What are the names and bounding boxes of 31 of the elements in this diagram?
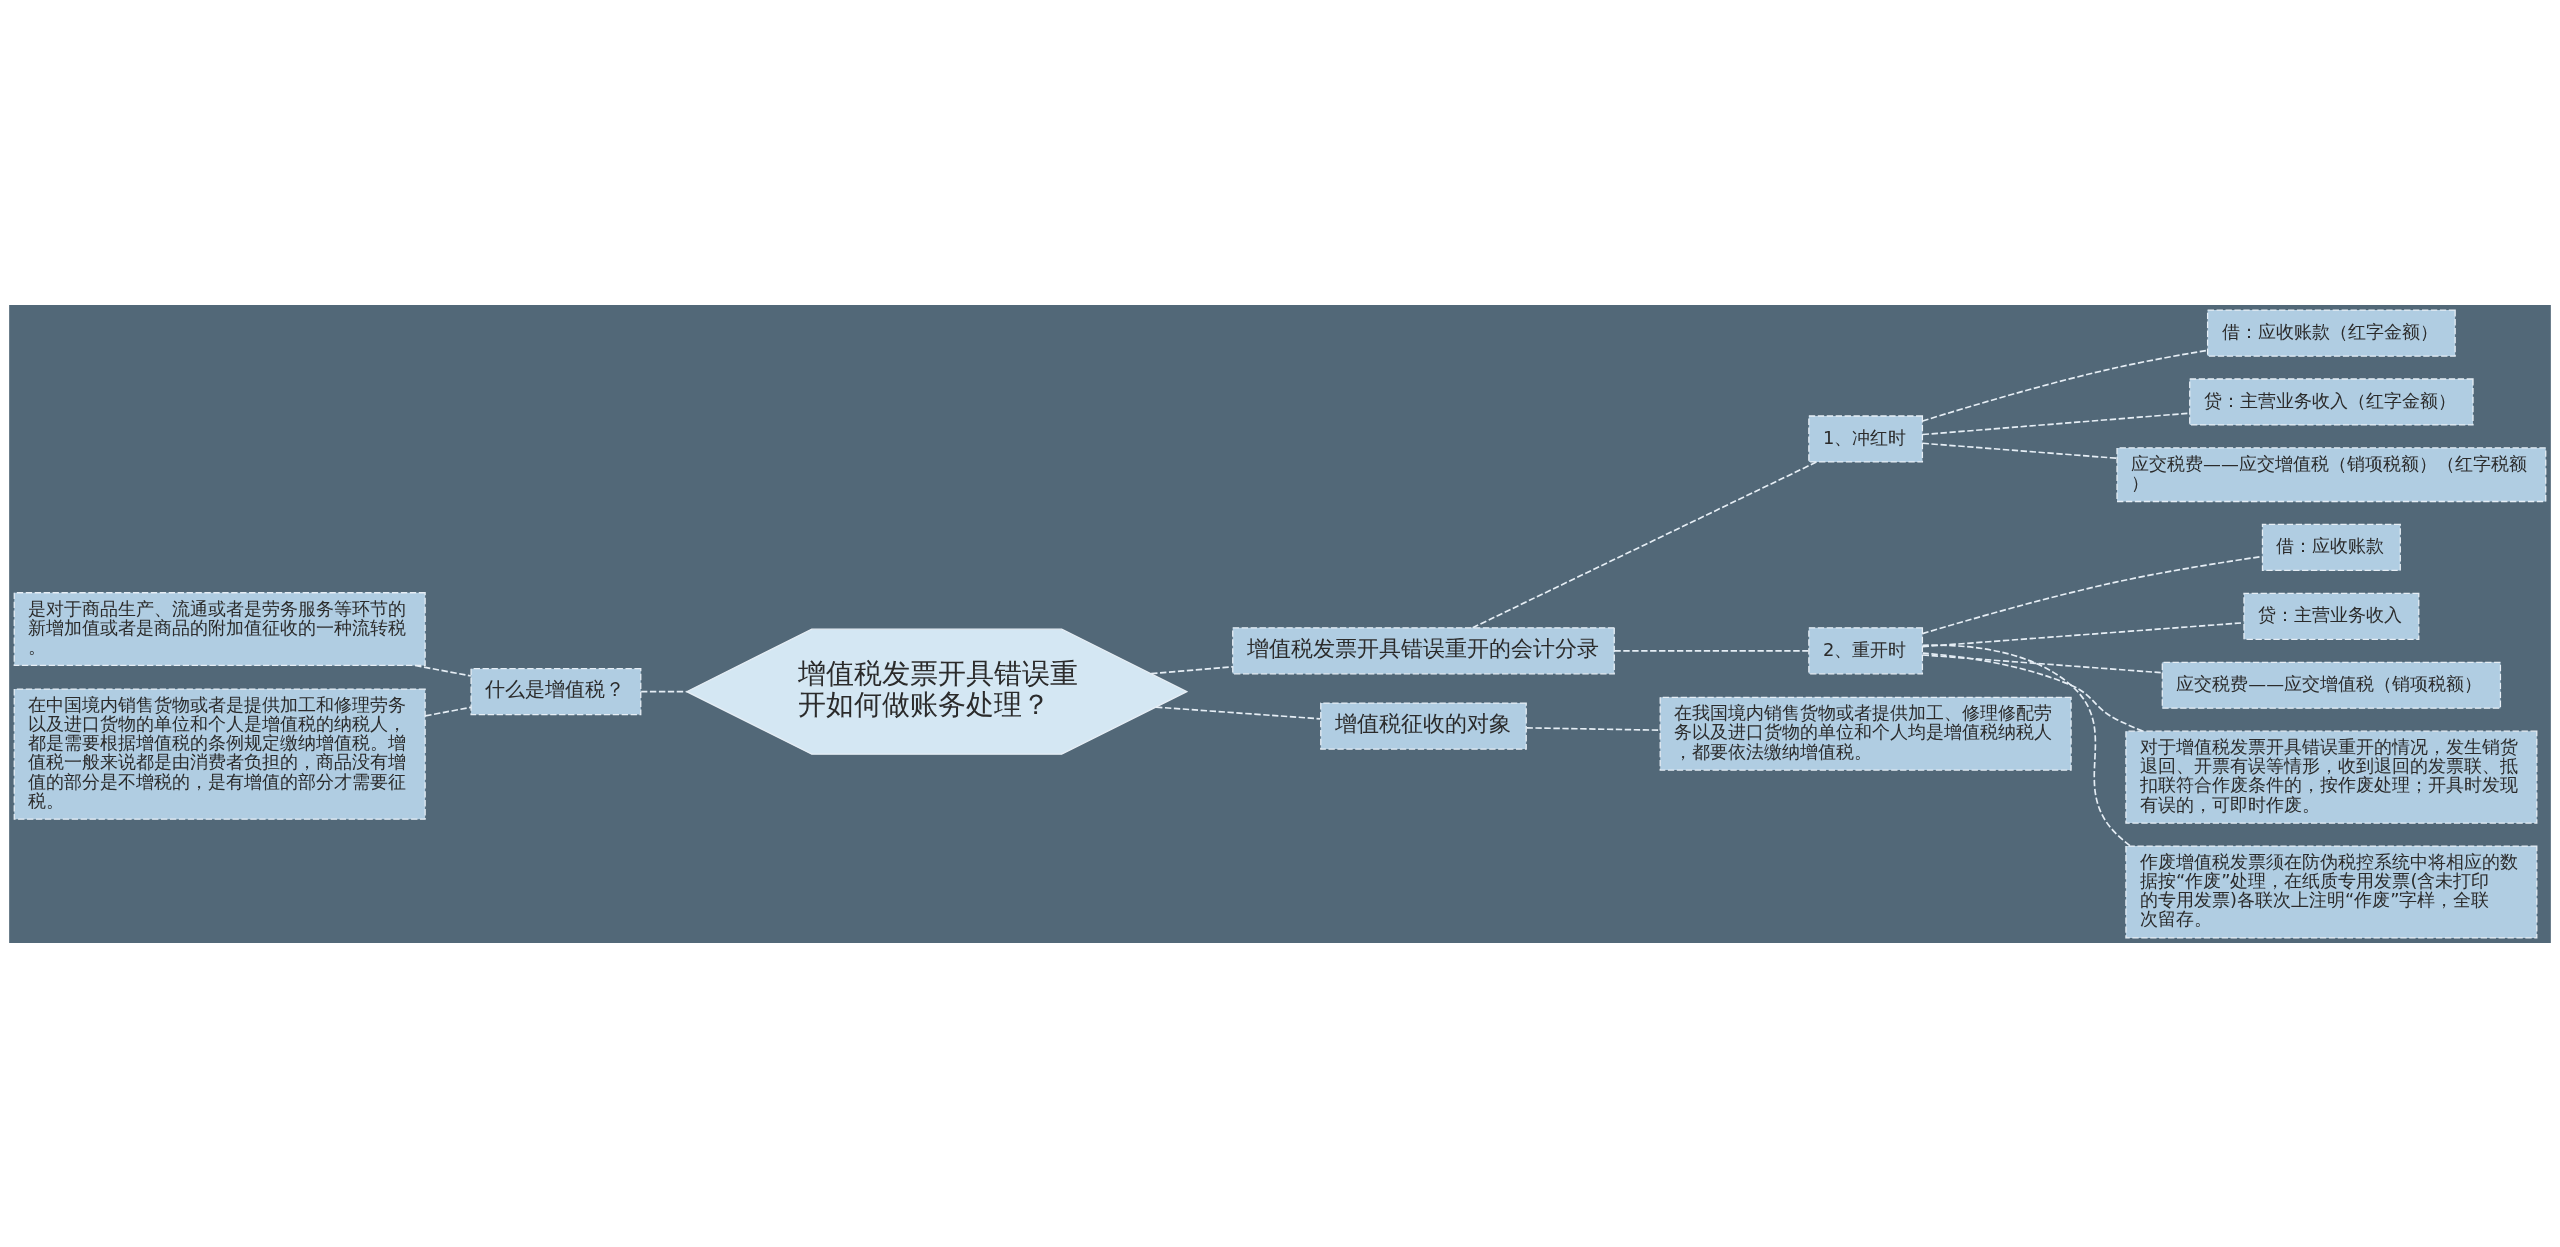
node-box: 在我国境内销售货物或者提供加工、修理修配劳务以及进口货物的单位和个人均是增值税纳税人，都要依法缴纳增值税。 — [1659, 696, 2072, 771]
connector — [1155, 705, 1322, 720]
node-box: 增值税征收的对象 — [1320, 701, 1527, 750]
connector — [414, 664, 472, 677]
node-box: 作废增值税发票须在防伪税控系统中将相应的数据按“作废”处理，在纸质专用发票(含未打印的专用发票)各联次上注明“作废”字样，全联次留存。 — [2125, 844, 2538, 939]
node-box: 贷：主营业务收入 — [2243, 592, 2420, 640]
connector — [1150, 665, 1234, 674]
node-box: 在中国境内销售货物或者是提供加工和修理劳务以及进口货物的单位和个人是增值税的纳税人，都是需要根据增值税的条例规定缴纳增值税。增值税一般来说都是由消费者负担的，商品没有增值的部分是不增税的，是有增值的部分才需要征税。 — [13, 687, 426, 820]
node-box: 应交税费——应交增值税（销项税额） — [2161, 661, 2502, 709]
node-box: 1、冲红时 — [1808, 414, 1924, 463]
connector — [1921, 651, 2144, 732]
node-box: 2、重开时 — [1808, 626, 1924, 674]
node-box: 什么是增值税？ — [470, 667, 642, 715]
node-box: 贷：主营业务收入（红字金额） — [2189, 377, 2474, 426]
node-box: 增值税发票开具错误重开的会计分录 — [1232, 626, 1615, 674]
connector — [1921, 349, 2209, 422]
node-box: 应交税费——应交增值税（销项税额）（红字税额） — [2116, 446, 2547, 502]
node-box: 借：应收账款（红字金额） — [2206, 308, 2456, 357]
connector — [1921, 555, 2263, 634]
connector — [640, 690, 688, 692]
node-box: 对于增值税发票开具错误重开的情况，发生销货退回、开票有误等情形，收到退回的发票联、抵扣联符合作废条件的，按作废处理；开具时发现有误的，可即时作废。 — [2125, 730, 2538, 824]
node-box: 借：应收账款 — [2261, 523, 2401, 571]
connector — [1921, 441, 2118, 459]
connector — [424, 705, 472, 717]
connector — [1471, 460, 1818, 629]
connector — [1613, 649, 1810, 652]
connector — [1921, 653, 2163, 674]
connector — [1525, 726, 1661, 731]
node-box: 是对于商品生产、流通或者是劳务服务等环节的新增加值或者是商品的附加值征收的一种流转税。 — [13, 591, 426, 666]
connector — [1921, 621, 2245, 647]
connector — [1921, 643, 2131, 847]
